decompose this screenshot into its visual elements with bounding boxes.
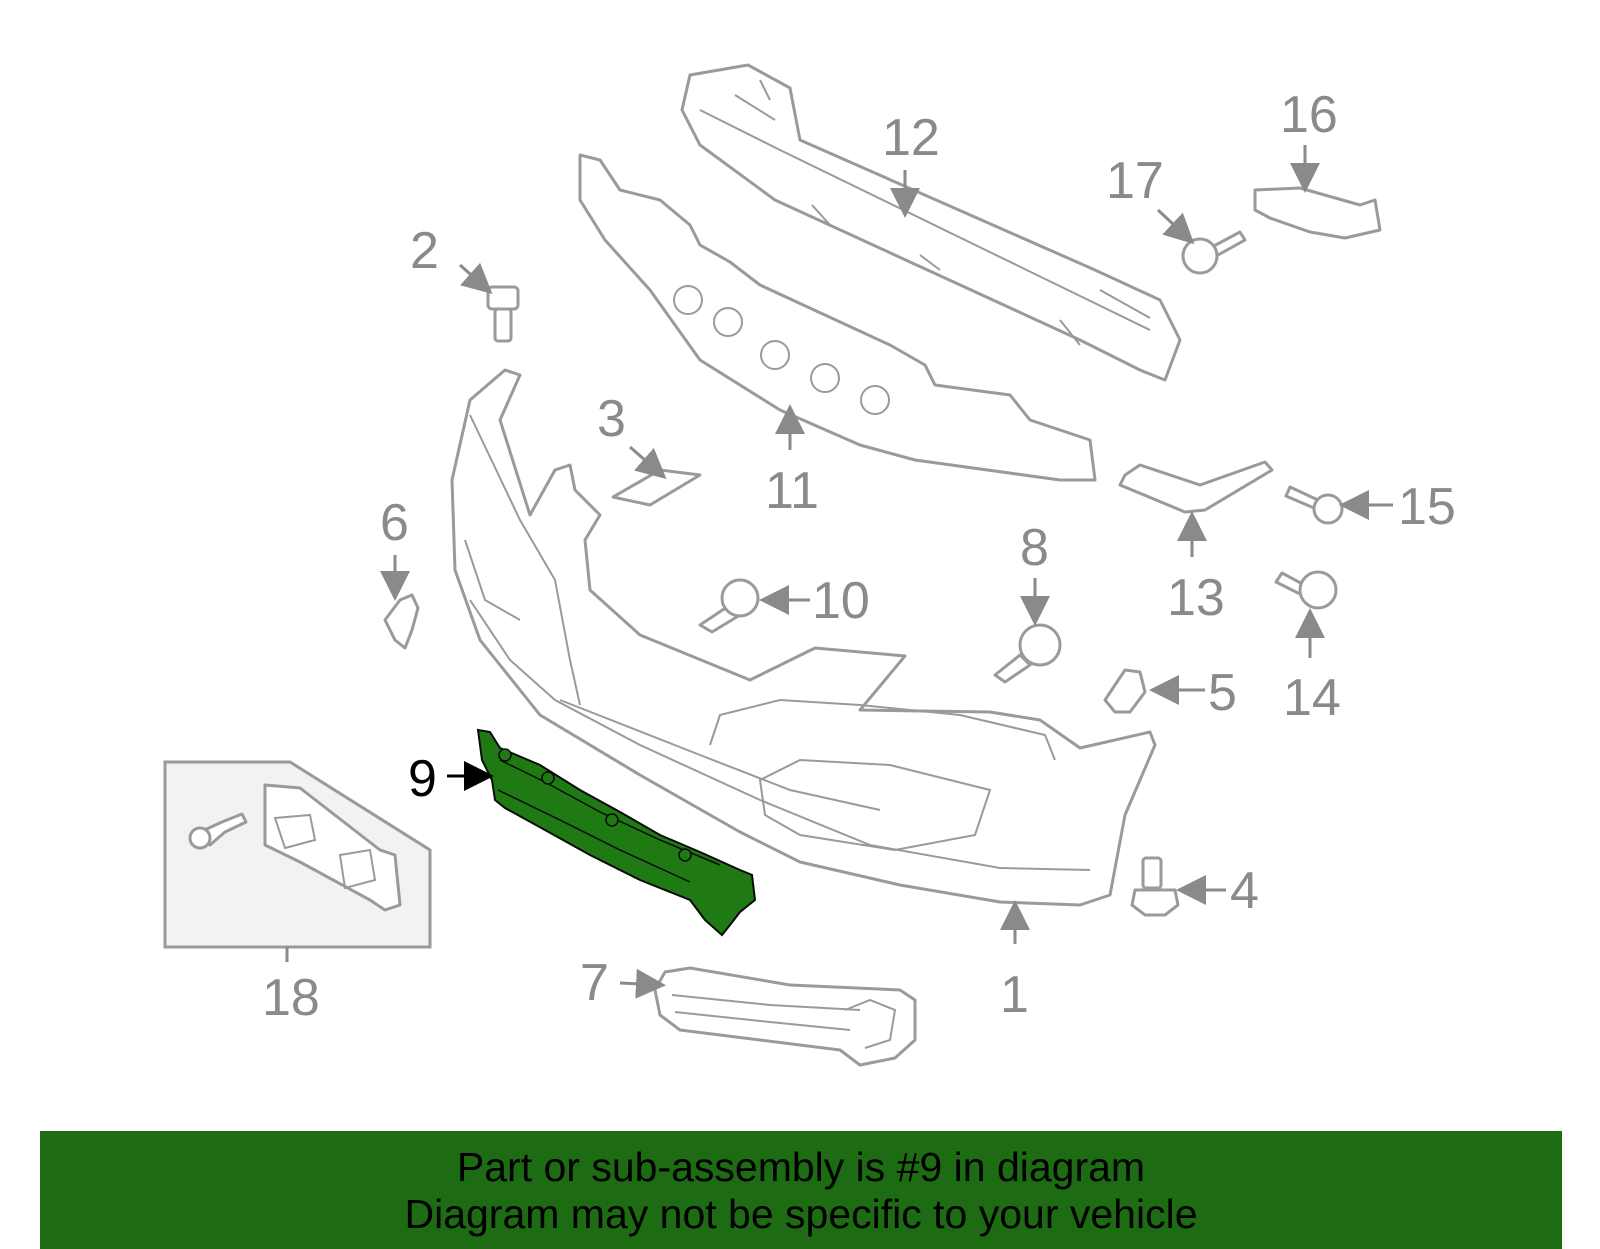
callout-labels: 1 2 3 4 5 6 7 8 9 10 11 12 13 14 15 16 1… <box>262 86 1456 1027</box>
callout-5: 5 <box>1208 664 1237 722</box>
part-2-bolt <box>486 285 520 343</box>
part-13-bracket <box>1118 460 1274 514</box>
part-4-bolt <box>1130 856 1180 917</box>
callout-18: 18 <box>262 969 320 1027</box>
banner-line-1: Part or sub-assembly is #9 in diagram <box>456 1144 1146 1190</box>
part-6-cap <box>383 593 420 650</box>
part-8-nut <box>993 623 1062 684</box>
callout-3: 3 <box>597 390 626 448</box>
callout-12: 12 <box>882 109 940 167</box>
callout-1: 1 <box>1000 966 1029 1024</box>
callout-16: 16 <box>1280 86 1338 144</box>
part-11-absorber <box>578 153 1097 482</box>
part-3-clip <box>611 468 702 507</box>
part-15-bolt <box>1284 485 1344 525</box>
part-18-inset <box>163 760 432 949</box>
info-banner: Part or sub-assembly is #9 in diagram Di… <box>40 1131 1562 1249</box>
part-14-bolt <box>1274 570 1338 610</box>
part-9-highlighted <box>476 728 757 937</box>
part-17-bolt <box>1181 230 1247 275</box>
callout-14: 14 <box>1283 669 1341 727</box>
callout-15: 15 <box>1398 478 1456 536</box>
callout-17: 17 <box>1106 152 1164 210</box>
part-1-bumper-cover <box>450 368 1157 907</box>
part-5-clip <box>1103 668 1147 714</box>
callout-9: 9 <box>408 750 437 808</box>
part-16-bracket <box>1253 186 1382 240</box>
part-12-reinforcement <box>680 63 1182 382</box>
callout-7: 7 <box>580 954 609 1012</box>
callout-2: 2 <box>410 222 439 280</box>
part-10-nut <box>698 578 760 634</box>
callout-4: 4 <box>1230 862 1259 920</box>
part-7-grille <box>653 966 917 1067</box>
banner-line-2: Diagram may not be specific to your vehi… <box>404 1191 1198 1237</box>
callout-8: 8 <box>1020 519 1049 577</box>
leader-lines <box>285 145 1393 999</box>
callout-10: 10 <box>812 572 870 630</box>
callout-6: 6 <box>380 494 409 552</box>
callout-13: 13 <box>1167 569 1225 627</box>
callout-11: 11 <box>765 462 819 520</box>
